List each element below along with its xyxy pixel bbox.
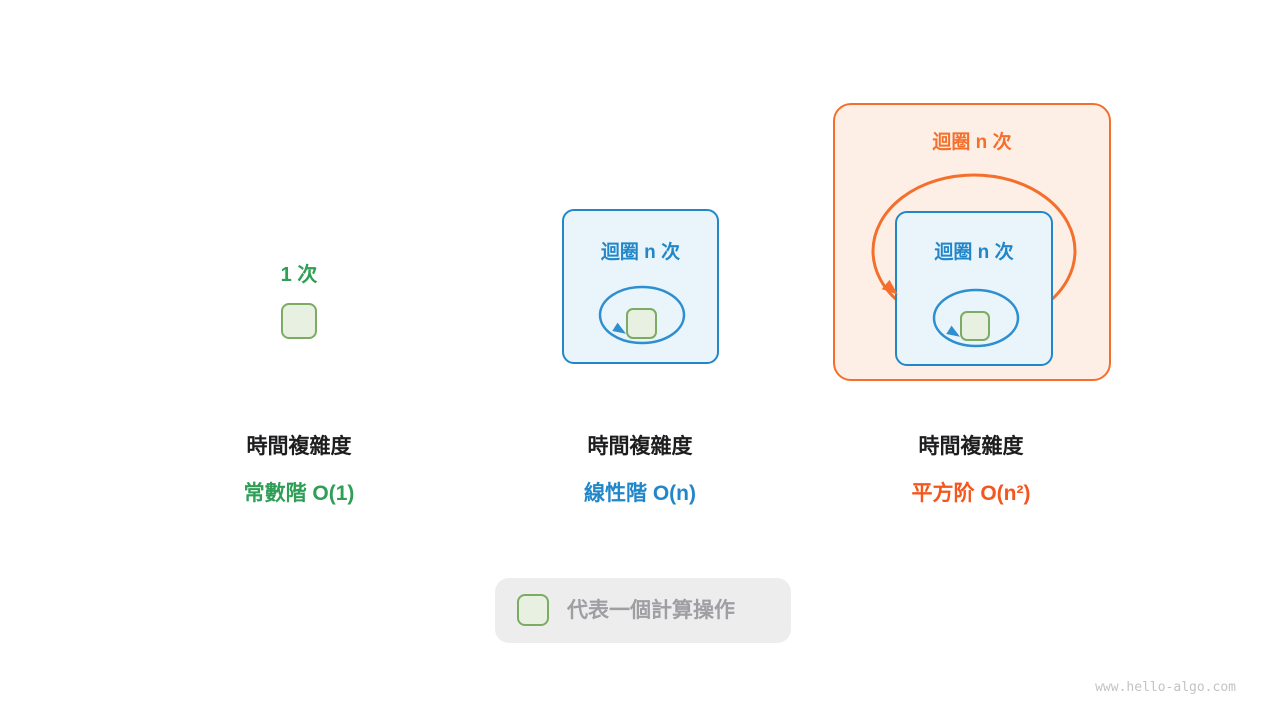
quadratic-complexity-title: 時間複雜度 [918,435,1024,458]
quadratic-outer-loop-label: 迴圈 n 次 [932,132,1012,153]
quadratic-loop-box: 迴圈 n 次 迴圈 n 次 [833,103,1111,381]
quadratic-inner-loop-label: 迴圈 n 次 [934,242,1014,263]
operation-square [281,303,317,339]
constant-complexity-title: 時間複雜度 [246,435,352,458]
constant-complexity-value: 常數階 O(1) [243,482,355,505]
linear-loop-label: 迴圈 n 次 [600,242,681,263]
loop-arrow-icon [598,285,686,345]
inner-loop-box: 迴圈 n 次 [895,211,1053,366]
linear-loop-box: 迴圈 n 次 [562,209,719,364]
quadratic-complexity-value: 平方阶 O(n²) [911,482,1031,505]
constant-count-label: 1 次 [280,264,318,286]
inner-loop-arrow-icon [932,288,1020,348]
watermark: www.hello-algo.com [1095,680,1236,695]
operation-square [626,308,657,339]
linear-complexity-value: 線性階 O(n) [584,482,696,505]
operation-square [960,311,990,341]
operation-square [517,594,549,626]
legend-label: 代表一個計算操作 [567,599,735,622]
legend: 代表一個計算操作 [495,578,791,643]
linear-complexity-title: 時間複雜度 [587,435,693,458]
